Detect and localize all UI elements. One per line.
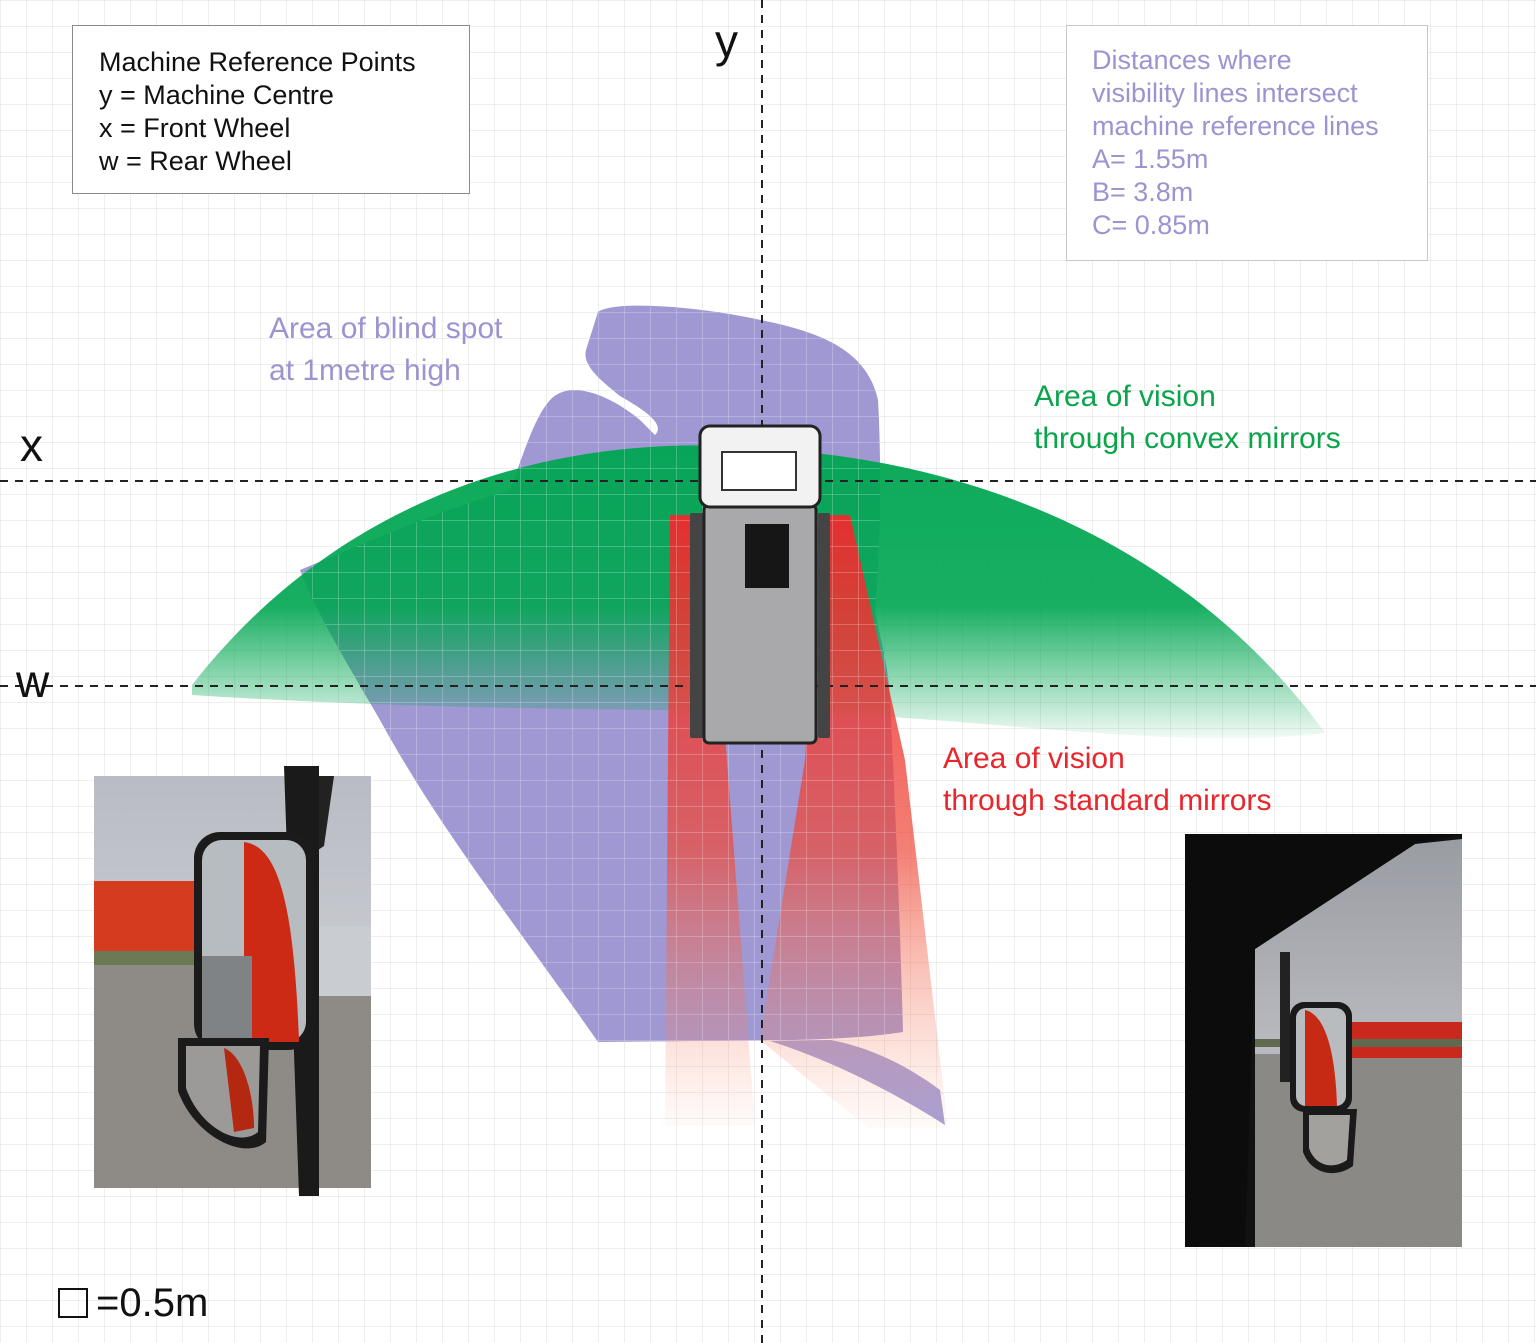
scale-legend: =0.5m <box>58 1280 208 1326</box>
distance-a: A= 1.55m <box>1092 144 1209 174</box>
axis-label-w: w <box>16 655 50 707</box>
distance-c: C= 0.85m <box>1092 210 1210 240</box>
square-outline-icon <box>58 1288 88 1318</box>
distances-box: Distances where visibility lines interse… <box>1066 25 1428 261</box>
legend-line-w: w = Rear Wheel <box>99 146 292 176</box>
distances-line-1: Distances where <box>1092 45 1292 75</box>
machine-top-view <box>690 424 830 745</box>
distance-b: B= 3.8m <box>1092 177 1194 207</box>
legend-line-x: x = Front Wheel <box>99 113 291 143</box>
standard-mirror-label: Area of vision through standard mirrors <box>943 738 1271 822</box>
photo-cab-view <box>1185 834 1462 1247</box>
reference-points-legend: Machine Reference Points y = Machine Cen… <box>72 25 470 194</box>
convex-label-line-1: Area of vision <box>1034 380 1216 413</box>
convex-label-line-2: through convex mirrors <box>1034 422 1341 455</box>
axis-label-y: y <box>715 15 738 67</box>
standard-label-line-1: Area of vision <box>943 742 1125 775</box>
blind-spot-label: Area of blind spot at 1metre high <box>269 308 502 392</box>
blind-spot-label-line-1: Area of blind spot <box>269 312 503 345</box>
distances-line-2: visibility lines intersect <box>1092 78 1358 108</box>
blind-spot-label-line-2: at 1metre high <box>269 354 461 387</box>
legend-line-y: y = Machine Centre <box>99 80 334 110</box>
legend-title: Machine Reference Points <box>99 47 416 77</box>
photo-mirror-closeup <box>94 766 371 1196</box>
axis-label-x: x <box>20 419 43 471</box>
distances-line-3: machine reference lines <box>1092 111 1379 141</box>
convex-mirror-label: Area of vision through convex mirrors <box>1034 376 1341 460</box>
standard-label-line-2: through standard mirrors <box>943 784 1272 817</box>
scale-text: =0.5m <box>96 1281 209 1325</box>
